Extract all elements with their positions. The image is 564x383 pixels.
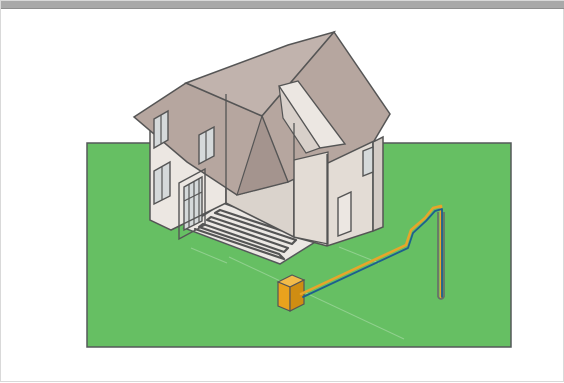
heat-pump-front bbox=[278, 282, 290, 311]
garage-door bbox=[294, 152, 328, 244]
side-door bbox=[338, 192, 351, 236]
window-garage-side bbox=[363, 147, 373, 176]
garage-right-wall bbox=[373, 137, 383, 231]
heat-pump bbox=[278, 275, 304, 311]
